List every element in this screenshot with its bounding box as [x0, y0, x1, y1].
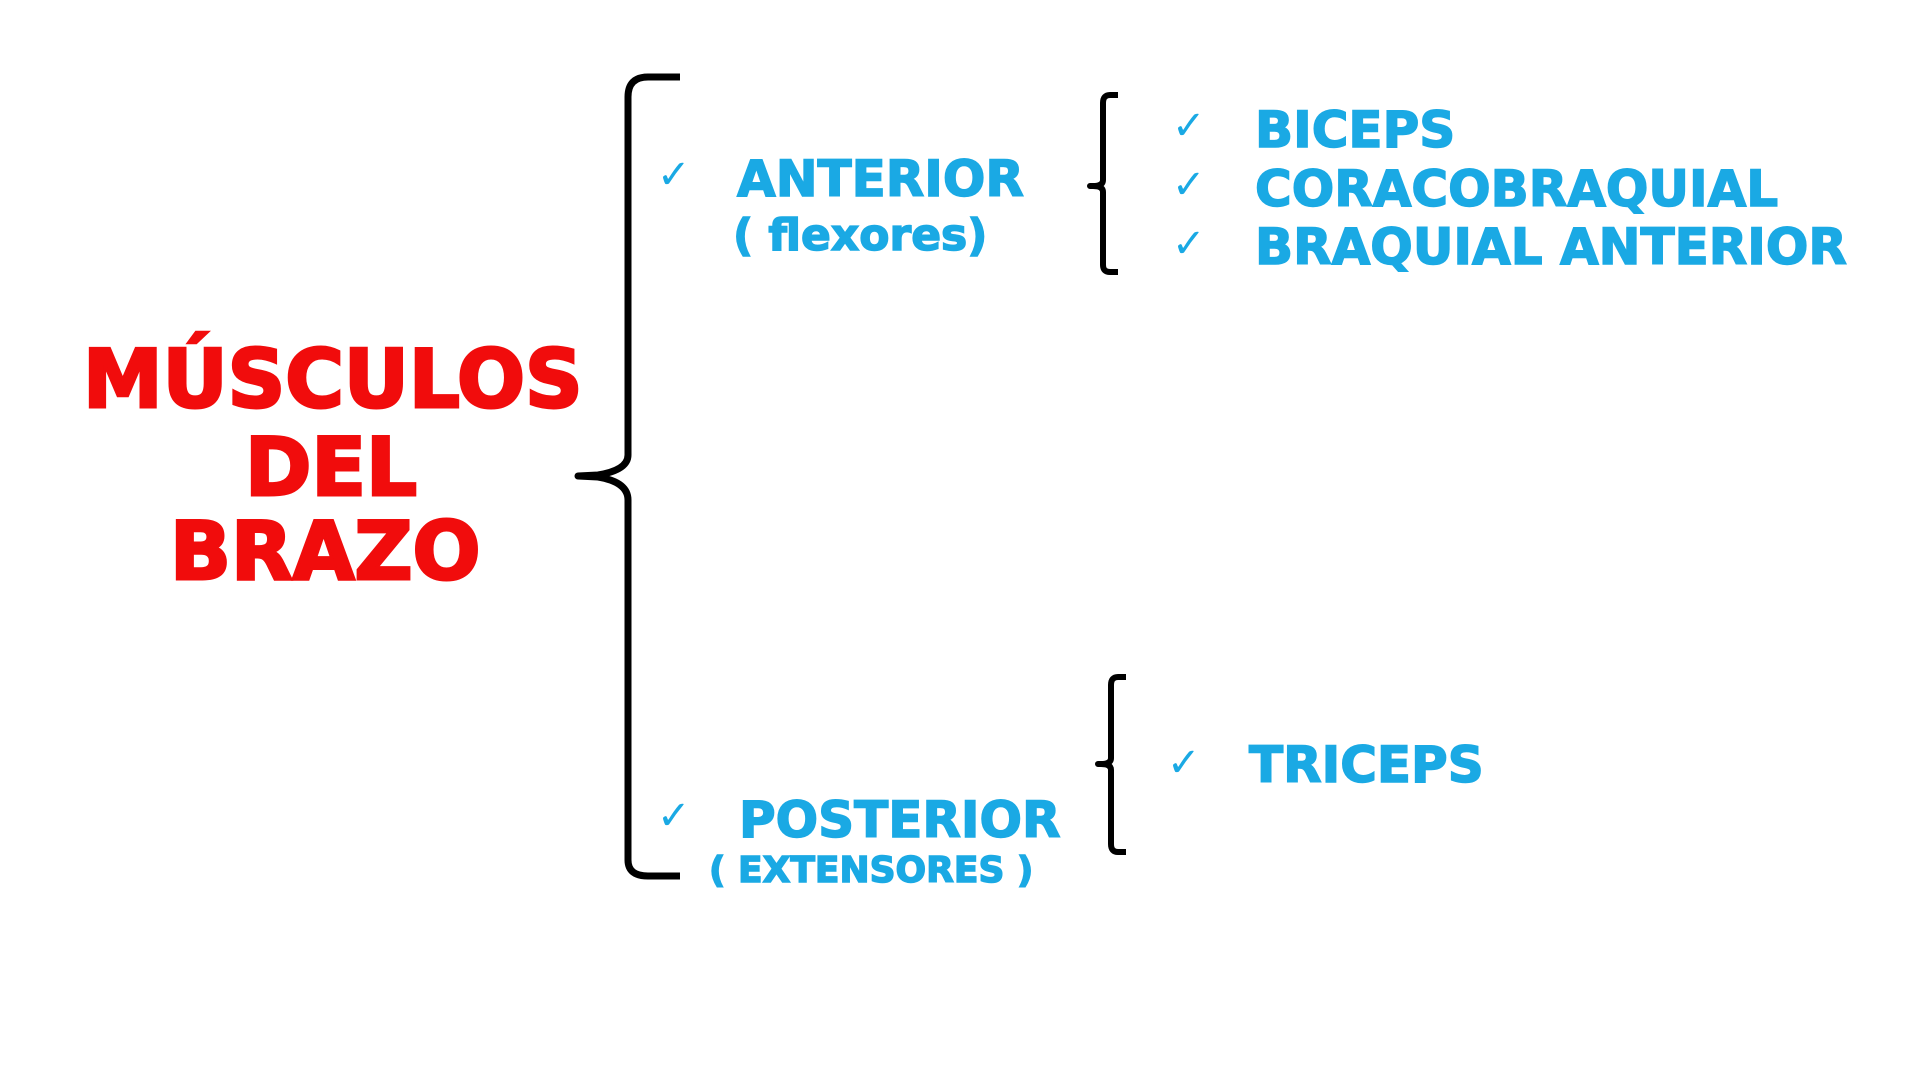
posterior-check-icon: ✓ — [657, 793, 691, 839]
item-braquial-anterior: BRAQUIAL ANTERIOR — [1254, 218, 1847, 276]
title-line-3: BRAZO — [169, 505, 483, 598]
item-coracobraquial: CORACOBRAQUIAL — [1254, 160, 1779, 218]
anterior-subtitle: ( flexores) — [732, 210, 988, 261]
title-line-2: DEL — [243, 421, 418, 514]
anterior-label: ANTERIOR — [736, 150, 1024, 208]
posterior-label: POSTERIOR — [738, 791, 1061, 849]
anterior-check-icon: ✓ — [657, 152, 691, 198]
coracobraquial-check-icon: ✓ — [1172, 162, 1206, 208]
title-line-1: MÚSCULOS — [82, 333, 585, 426]
biceps-check-icon: ✓ — [1172, 103, 1206, 149]
item-biceps: BICEPS — [1254, 101, 1456, 159]
triceps-check-icon: ✓ — [1167, 740, 1201, 786]
posterior-subtitle: ( EXTENSORES ) — [708, 850, 1034, 891]
braquial-anterior-check-icon: ✓ — [1172, 221, 1206, 267]
posterior-brace — [1095, 674, 1126, 855]
item-triceps: TRICEPS — [1248, 736, 1484, 794]
main-brace — [574, 73, 680, 880]
anterior-brace — [1087, 92, 1118, 275]
